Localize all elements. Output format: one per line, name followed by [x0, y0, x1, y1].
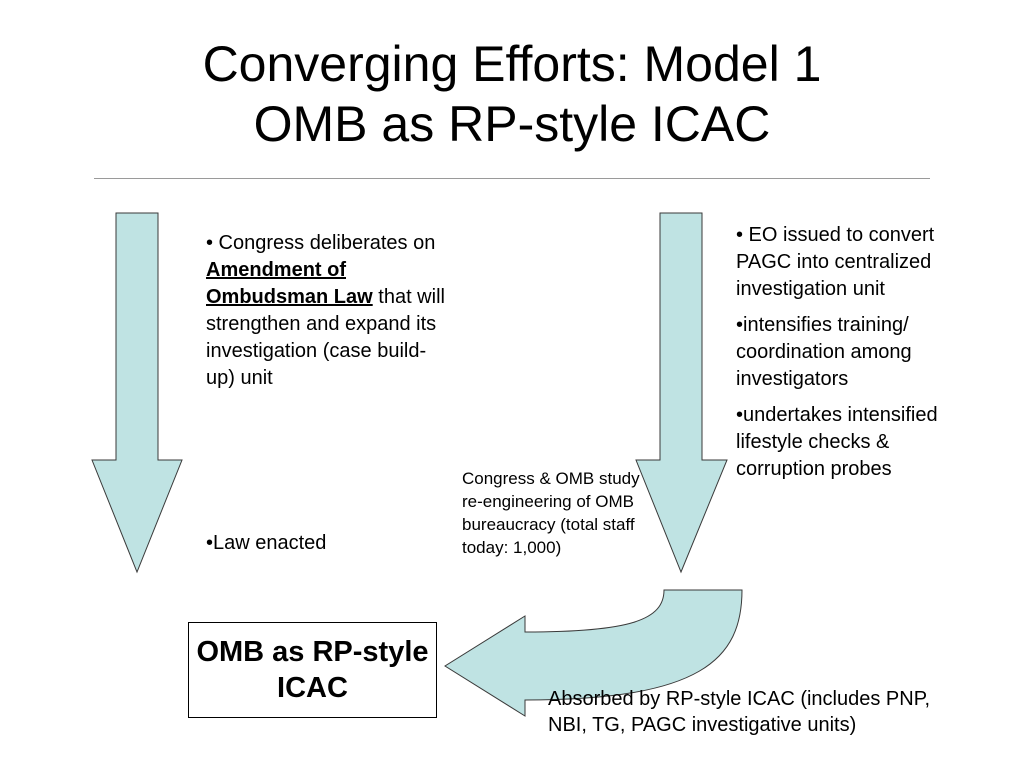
title-line-1: Converging Efforts: Model 1 — [202, 36, 822, 92]
amendment-emphasis: Amendment of Ombudsman Law — [206, 259, 373, 308]
title-line-2: OMB as RP-style ICAC — [253, 96, 771, 152]
right-bullet-2: •intensifies training/ coordination amon… — [736, 314, 912, 390]
absorbed-note: Absorbed by RP-style ICAC (includes PNP,… — [548, 688, 931, 736]
right-bullet-3: •undertakes intensified lifestyle checks… — [736, 404, 938, 480]
left-bullet-list: • Congress deliberates on Amendment of O… — [206, 230, 451, 392]
left-bullet-1: • Congress deliberates on Amendment of O… — [206, 230, 451, 392]
left-bullet-1-prefix: • Congress deliberates on — [206, 232, 436, 254]
middle-study-note: Congress & OMB study re-engineering of O… — [462, 469, 640, 557]
left-bullet-1-suffix: that will strengthen and expand its inve… — [206, 286, 445, 389]
title-divider — [94, 178, 930, 179]
result-box: OMB as RP-style ICAC — [188, 622, 437, 718]
curved-return-arrow — [444, 589, 743, 717]
left-down-arrow — [91, 212, 183, 574]
right-bullet-1: • EO issued to convert PAGC into central… — [736, 224, 935, 300]
slide-title: Converging Efforts: Model 1 OMB as RP-st… — [0, 34, 1024, 154]
left-bullet-2: •Law enacted — [206, 532, 327, 554]
right-down-arrow — [635, 212, 728, 574]
right-bullet-list: • EO issued to convert PAGC into central… — [736, 222, 951, 483]
result-box-label: OMB as RP-style ICAC — [196, 636, 429, 704]
